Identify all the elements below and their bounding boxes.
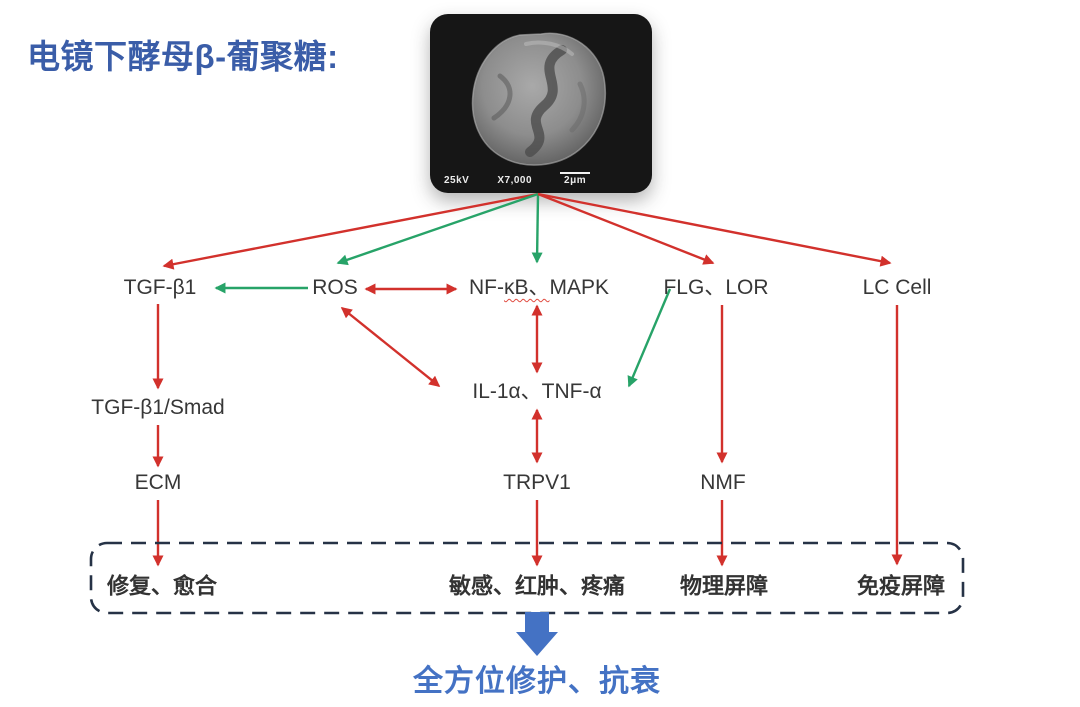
node-sensitive-redness-pain: 敏感、红肿、疼痛 (448, 573, 626, 599)
node-nfkb-mapk: NF-κB、MAPK (469, 276, 609, 300)
sem-scale-bar-icon (560, 172, 591, 174)
edge-sem-image-to-ros (336, 192, 539, 266)
node-immune-barrier: 免疫屏障 (856, 573, 946, 599)
sem-voltage-label: 25kV (444, 175, 470, 186)
page-title: 电镜下酵母β-葡聚糖: (27, 38, 339, 75)
edge-sem-image-to-flg-lor (537, 192, 715, 265)
edge-sem-image-to-tgf-b1 (162, 192, 539, 270)
sem-particle-illustration (471, 32, 607, 166)
node-flg-lor: FLG、LOR (663, 275, 769, 299)
edge-sem-image-to-nfkb-mapk (531, 193, 543, 264)
node-lc-cell: LC Cell (862, 275, 932, 299)
sem-caption: 25kV X7,000 2μm (444, 172, 638, 186)
mapk-text: MAPK (549, 275, 610, 299)
conclusion-text: 全方位修护、抗衰 (413, 665, 661, 698)
conclusion-block-arrow-icon (516, 612, 558, 656)
node-trpv1: TRPV1 (503, 470, 571, 494)
node-tgf-smad: TGF-β1/Smad (91, 395, 225, 419)
sem-scale-label: 2μm (564, 175, 587, 186)
sem-magnification-label: X7,000 (497, 175, 533, 186)
sem-micrograph-image: 25kV X7,000 2μm (430, 14, 652, 193)
sem-scale-group: 2μm (560, 172, 591, 186)
nfkb-text: NF- (468, 275, 504, 299)
edge-ros-to-il1-tnf (340, 307, 441, 387)
node-repair-healing: 修复、愈合 (106, 573, 218, 599)
edge-flg-lor-to-il1-tnf (627, 288, 672, 388)
node-tgf-b1: TGF-β1 (123, 275, 197, 299)
node-ros: ROS (312, 275, 358, 299)
node-il1-tnf: IL-1α、TNF-α (472, 379, 602, 403)
edge-sem-image-to-lc-cell (537, 192, 892, 267)
nfkb-spellcheck-text: κB、 (503, 275, 550, 299)
node-nmf: NMF (700, 470, 746, 494)
node-ecm: ECM (134, 470, 182, 494)
node-physical-barrier: 物理屏障 (679, 573, 769, 599)
